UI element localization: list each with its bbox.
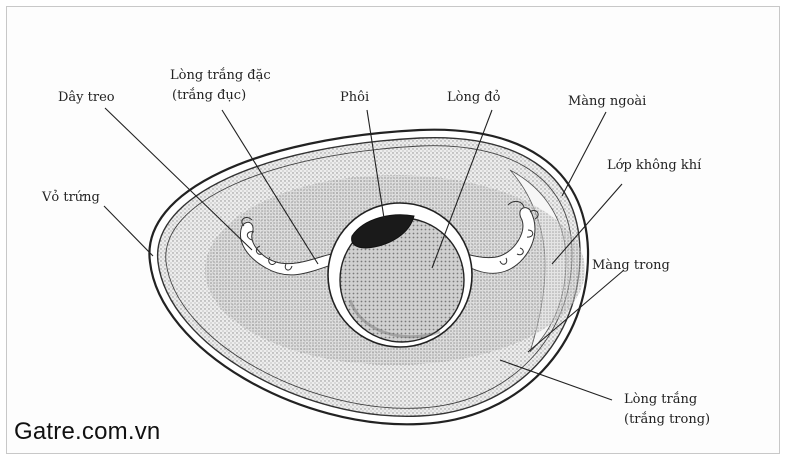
label-long-do: Lòng đỏ: [447, 90, 500, 106]
label-long-trang-dac-sub: (trắng đục): [172, 88, 246, 104]
label-mang-ngoai: Màng ngoài: [568, 94, 646, 110]
label-mang-trong: Màng trong: [592, 258, 670, 274]
watermark: Gatre.com.vn: [14, 418, 160, 446]
label-phoi: Phôi: [340, 90, 369, 106]
label-vo-trung: Vỏ trứng: [42, 190, 100, 206]
label-day-treo: Dây treo: [58, 90, 115, 106]
leader-mang-ngoai: [562, 112, 606, 196]
label-lop-khong-khi: Lớp không khí: [607, 158, 701, 174]
leader-vo-trung: [104, 206, 153, 256]
label-long-trang-sub: (trắng trong): [624, 412, 710, 428]
label-long-trang: Lòng trắng: [624, 392, 697, 408]
label-long-trang-dac: Lòng trắng đặc: [170, 68, 271, 84]
